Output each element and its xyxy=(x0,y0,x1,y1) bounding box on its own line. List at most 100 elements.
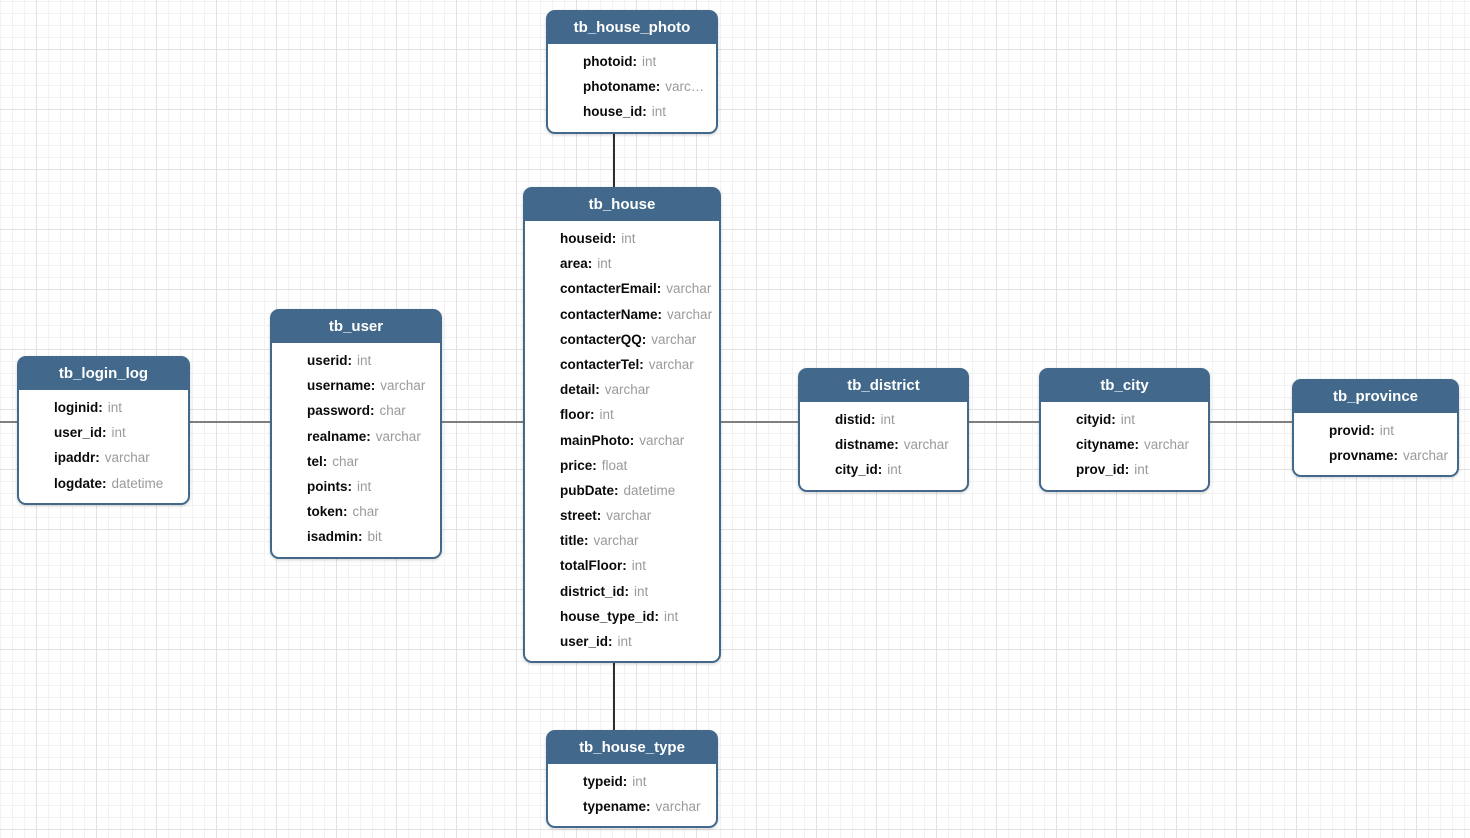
field-row[interactable]: photonamevarc… xyxy=(548,74,716,99)
field-row[interactable]: provid int xyxy=(1294,418,1457,443)
field-row[interactable]: cityname varchar xyxy=(1041,432,1208,457)
table-title[interactable]: tb_user xyxy=(271,310,441,343)
field-row[interactable]: logdatedatetime xyxy=(19,471,188,496)
field-type: varchar xyxy=(104,450,150,466)
field-name: district_id xyxy=(560,584,629,599)
field-type: int xyxy=(599,407,614,423)
table-tb_house_type[interactable]: tb_house_type typeidinttypenamevarchar xyxy=(546,730,718,829)
field-row[interactable]: mainPhoto varchar xyxy=(525,428,719,453)
field-row[interactable]: typeidint xyxy=(548,769,716,794)
field-row[interactable]: telchar xyxy=(272,449,440,474)
field-row[interactable]: userid int xyxy=(272,348,440,373)
field-type: int xyxy=(357,353,372,368)
field-row[interactable]: prov_idint xyxy=(1041,457,1208,482)
table-title[interactable]: tb_house_type xyxy=(547,731,717,764)
field-name: cityid xyxy=(1076,412,1116,427)
field-type: int xyxy=(887,462,902,478)
field-name: house_type_id xyxy=(560,609,659,624)
field-type: varchar xyxy=(666,281,712,297)
table-title[interactable]: tb_login_log xyxy=(18,357,189,390)
field-type: varchar xyxy=(604,382,650,398)
relationship-line-vertical[interactable] xyxy=(613,130,615,192)
field-row[interactable]: usernamevarchar xyxy=(272,373,440,398)
field-row[interactable]: typenamevarchar xyxy=(548,794,716,819)
field-name: provname xyxy=(1329,448,1398,463)
field-row[interactable]: floorint xyxy=(525,402,719,427)
field-row[interactable]: areaint xyxy=(525,251,719,276)
field-row[interactable]: pricefloat xyxy=(525,453,719,478)
field-type: int xyxy=(621,231,636,246)
field-row[interactable]: user_idint xyxy=(525,629,719,654)
table-title[interactable]: tb_house_photo xyxy=(547,11,717,44)
field-row[interactable]: pointsint xyxy=(272,474,440,499)
table-title[interactable]: tb_house xyxy=(524,188,720,221)
field-row[interactable]: houseidint xyxy=(525,226,719,251)
field-row[interactable]: detail varchar xyxy=(525,377,719,402)
table-tb_house[interactable]: tb_househouseidintareaintcontacterEmailv… xyxy=(523,187,721,664)
field-row[interactable]: house_type_idint xyxy=(525,604,719,629)
field-row[interactable]: contacterQQvarchar xyxy=(525,327,719,352)
field-name: contacterEmail xyxy=(560,281,661,296)
field-type: int xyxy=(1379,423,1395,438)
field-name: userid xyxy=(307,353,352,368)
field-name: isadmin xyxy=(307,529,363,544)
field-name: distid xyxy=(835,412,876,427)
field-row[interactable]: titlevarchar xyxy=(525,528,719,553)
field-type: char xyxy=(379,403,406,419)
field-type: varchar xyxy=(1144,437,1190,453)
field-name: realname xyxy=(307,429,371,444)
field-row[interactable]: user_idint xyxy=(19,420,188,445)
field-name: mainPhoto xyxy=(560,433,634,448)
table-title[interactable]: tb_district xyxy=(799,369,968,402)
field-name: cityname xyxy=(1076,437,1139,452)
field-name: area xyxy=(560,256,592,271)
field-row[interactable]: totalFloorint xyxy=(525,553,719,578)
table-field-list: distidintdistnamevarcharcity_idint xyxy=(800,402,967,490)
field-row[interactable]: house_idint xyxy=(548,99,716,124)
field-row[interactable]: loginidint xyxy=(19,395,188,420)
field-row[interactable]: provnamevarchar xyxy=(1294,443,1457,468)
field-row[interactable]: realnamevarchar xyxy=(272,424,440,449)
field-name: totalFloor xyxy=(560,558,627,573)
field-row[interactable]: district_idint xyxy=(525,579,719,604)
table-title[interactable]: tb_province xyxy=(1293,380,1458,413)
field-row[interactable]: passwordchar xyxy=(272,398,440,423)
field-row[interactable]: tokenchar xyxy=(272,499,440,524)
table-tb_district[interactable]: tb_districtdistidintdistnamevarcharcity_… xyxy=(798,368,969,492)
field-type: char xyxy=(332,453,359,469)
field-row[interactable]: city_idint xyxy=(800,457,967,482)
field-name: typename xyxy=(583,799,651,814)
table-field-list: useridintusernamevarcharpasswordcharreal… xyxy=(272,343,440,557)
field-name: token xyxy=(307,504,348,519)
field-type: varchar xyxy=(380,378,426,394)
field-type: bit xyxy=(367,529,382,545)
table-title[interactable]: tb_city xyxy=(1040,369,1209,402)
field-name: title xyxy=(560,533,589,548)
relationship-line-vertical[interactable] xyxy=(613,662,615,734)
field-row[interactable]: distidint xyxy=(800,407,967,432)
table-field-list: cityidint cityname varchar prov_idint xyxy=(1041,402,1208,490)
field-row[interactable]: contacterNamevarchar xyxy=(525,302,719,327)
field-row[interactable]: contacterEmail varchar xyxy=(525,276,719,301)
field-row[interactable]: distnamevarchar xyxy=(800,432,967,457)
field-row[interactable]: cityidint xyxy=(1041,407,1208,432)
table-field-list: provid int provnamevarchar xyxy=(1294,413,1457,475)
table-tb_house_photo[interactable]: tb_house_photophotoidintphotonamevarc…ho… xyxy=(546,10,718,134)
field-type: varchar xyxy=(639,432,685,448)
field-row[interactable]: photoidint xyxy=(548,49,716,74)
field-row[interactable]: streetvarchar xyxy=(525,503,719,528)
field-name: detail xyxy=(560,382,600,397)
field-row[interactable]: ipaddrvarchar xyxy=(19,445,188,470)
field-row[interactable]: isadmin bit xyxy=(272,524,440,549)
field-name: photoname xyxy=(583,79,660,94)
field-row[interactable]: pubDatedatetime xyxy=(525,478,719,503)
field-row[interactable]: contacterTelvarchar xyxy=(525,352,719,377)
table-tb_city[interactable]: tb_city cityidint cityname varchar prov_idin… xyxy=(1039,368,1210,492)
table-field-list: photoidintphotonamevarc…house_idint xyxy=(548,44,716,132)
field-name: provid xyxy=(1329,423,1375,438)
field-type: float xyxy=(601,457,628,473)
table-tb_login_log[interactable]: tb_login_log loginidintuser_idintipaddrva… xyxy=(17,356,190,505)
